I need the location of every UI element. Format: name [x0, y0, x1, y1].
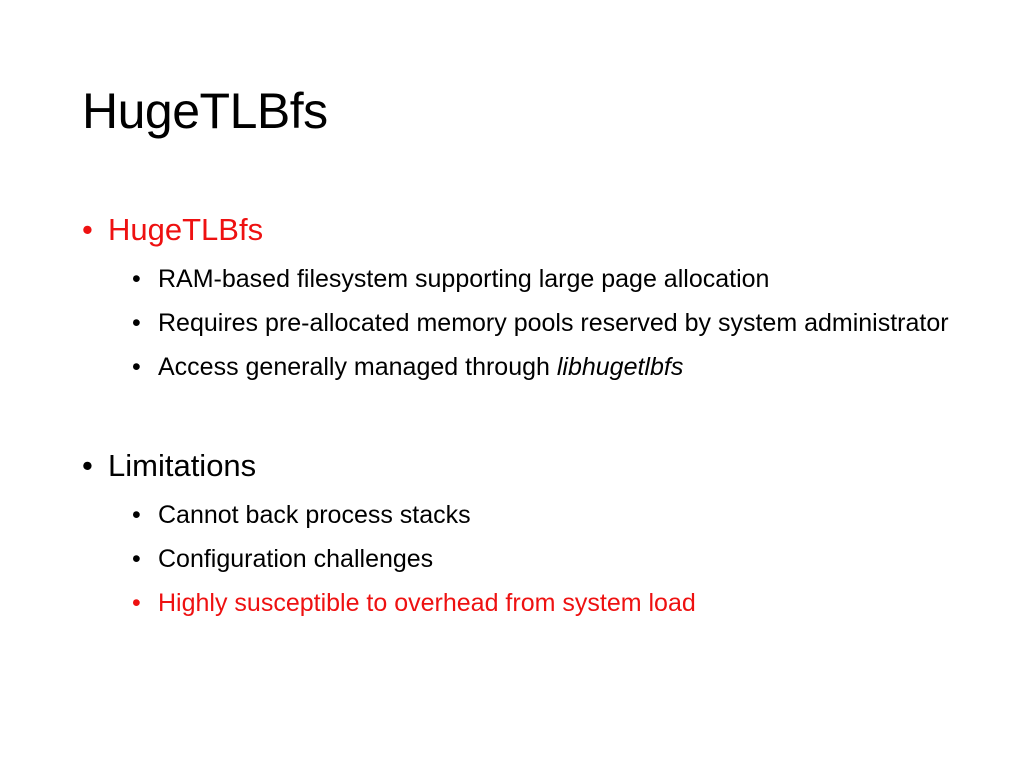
bullet-heading-label: HugeTLBfs [108, 212, 264, 247]
sub-bullet-label: Highly susceptible to overhead from syst… [158, 589, 696, 617]
sub-bullet-configuration: • Configuration challenges [82, 542, 982, 576]
slide-body: • HugeTLBfs • RAM-based filesystem suppo… [82, 208, 982, 620]
bullet-heading-label: Limitations [108, 448, 257, 483]
sub-bullet-ram-filesystem: • RAM-based filesystem supporting large … [82, 262, 982, 296]
bullet-icon: • [132, 501, 141, 529]
sub-bullet-label-emphasis: libhugetlbfs [556, 353, 684, 381]
bullet-heading-hugetlbfs: • HugeTLBfs [82, 208, 982, 252]
bullet-icon: • [132, 353, 141, 381]
sub-bullet-process-stacks: • Cannot back process stacks [82, 498, 982, 532]
bullet-heading-limitations: • Limitations [82, 444, 982, 488]
sub-bullet-libhugetlbfs: • Access generally managed through libhu… [82, 350, 982, 384]
bullet-icon: • [132, 309, 141, 337]
sub-bullet-label: Cannot back process stacks [158, 501, 471, 529]
sub-bullet-label: Requires pre-allocated memory pools rese… [158, 309, 949, 337]
sub-bullet-memory-pools: • Requires pre-allocated memory pools re… [82, 306, 982, 340]
sub-bullet-label: Configuration challenges [158, 545, 434, 573]
sub-bullet-label-prefix: Access generally managed through [158, 353, 557, 381]
bullet-icon: • [132, 545, 141, 573]
slide-title: HugeTLBfs [82, 83, 328, 139]
bullet-icon: • [132, 589, 141, 617]
bullet-icon: • [82, 212, 93, 247]
sub-bullet-label: RAM-based filesystem supporting large pa… [158, 265, 770, 293]
sub-bullet-system-load: • Highly susceptible to overhead from sy… [82, 586, 982, 620]
bullet-icon: • [132, 265, 141, 293]
bullet-icon: • [82, 448, 93, 483]
